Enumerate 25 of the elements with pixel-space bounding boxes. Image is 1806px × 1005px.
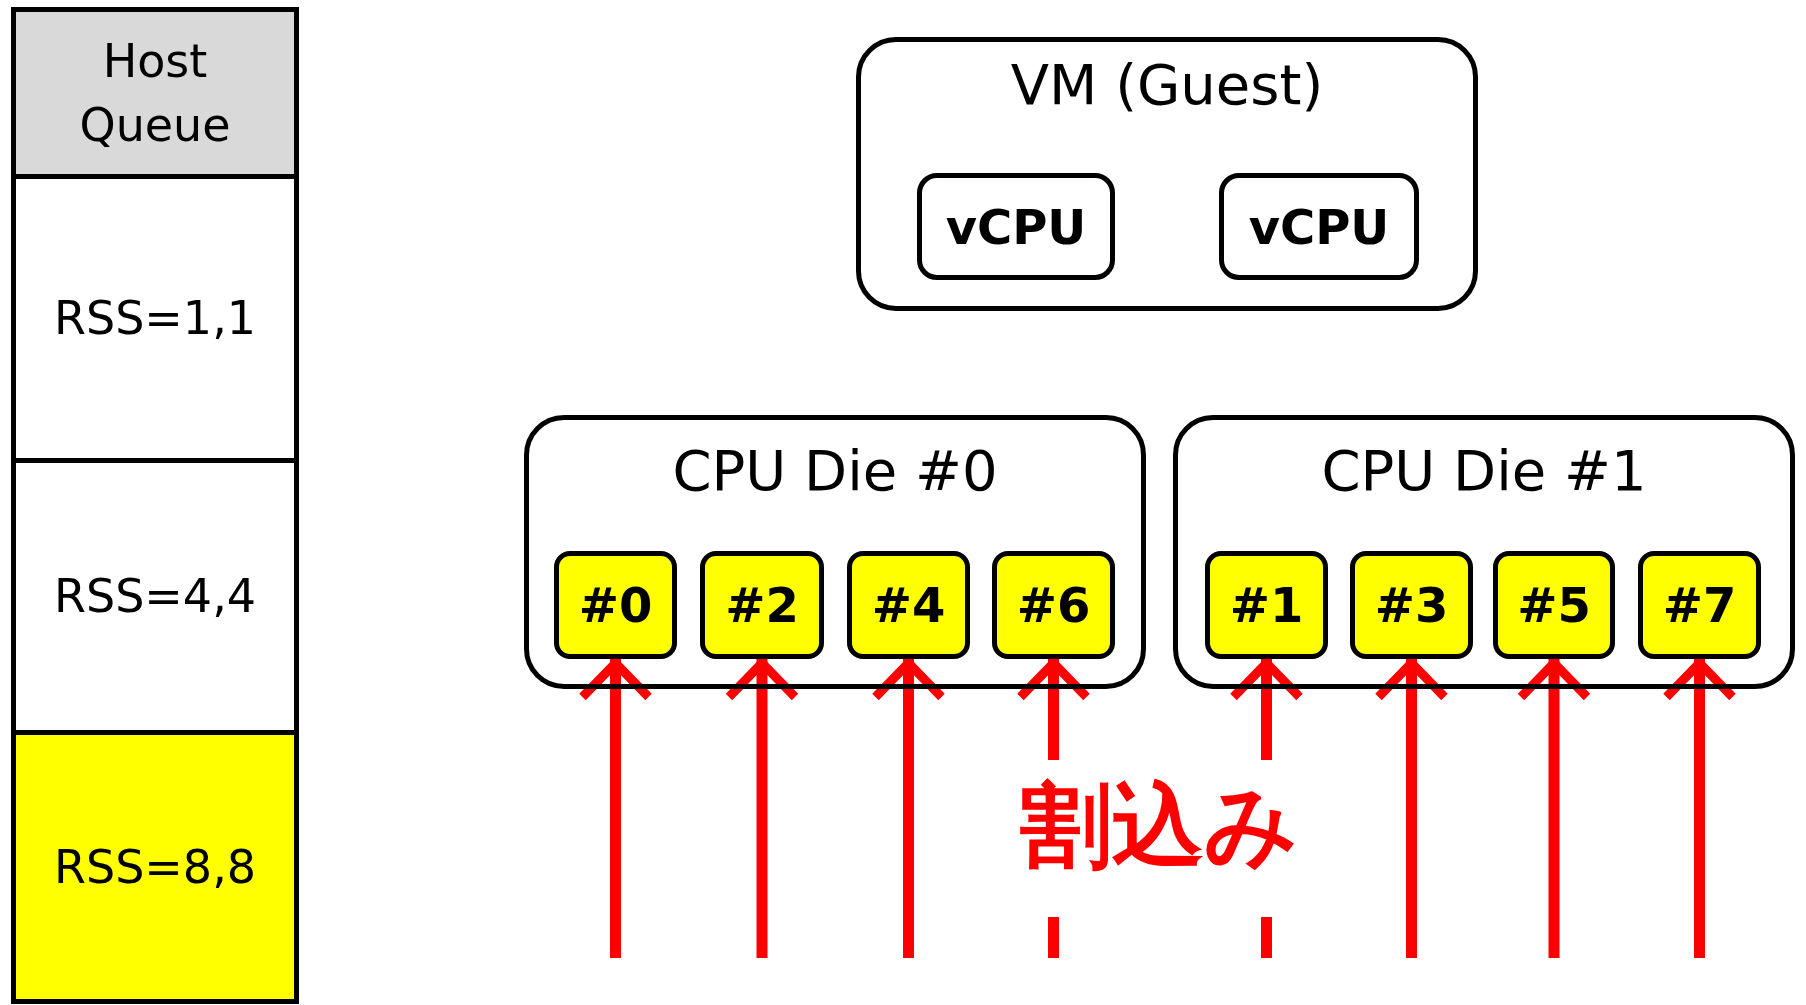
cpu-die-box: [524, 415, 1146, 689]
arrow: [871, 658, 946, 958]
core-box: #3: [1350, 551, 1473, 659]
interrupt-label: 割込み: [1019, 775, 1299, 877]
arrow: [1229, 658, 1304, 958]
box-title: CPU Die #0: [671, 438, 999, 503]
core-box: #6: [992, 551, 1115, 659]
arrow: [1662, 658, 1737, 958]
core-box: #0: [554, 551, 677, 659]
vcpu-box: vCPU: [917, 173, 1115, 280]
vm-box: [856, 37, 1478, 311]
core-box: #4: [847, 551, 970, 659]
arrow: [724, 658, 800, 958]
box-title: VM (Guest): [1009, 52, 1325, 117]
arrow: [1374, 658, 1449, 958]
arrow: [1016, 658, 1091, 958]
arrow: [578, 658, 653, 958]
box-title: CPU Die #1: [1320, 438, 1648, 503]
core-box: #7: [1638, 551, 1761, 659]
cpu-die-box: [1173, 415, 1795, 689]
core-box: #5: [1493, 551, 1615, 659]
core-box: #1: [1205, 551, 1328, 659]
core-box: #2: [700, 551, 824, 659]
arrow: [1516, 658, 1592, 958]
vcpu-box: vCPU: [1219, 173, 1419, 280]
